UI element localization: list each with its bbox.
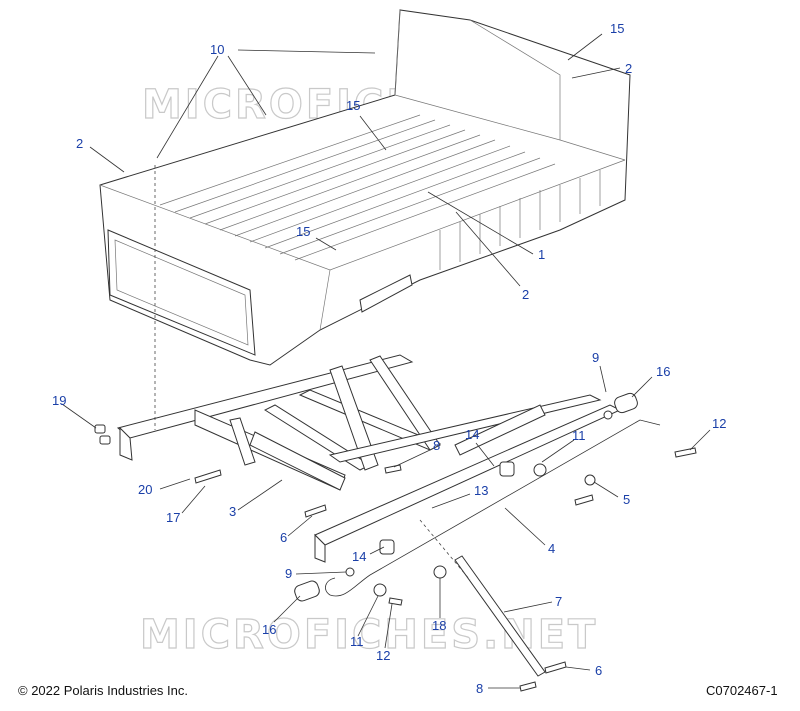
callout-16: 16 xyxy=(656,364,670,379)
callout-3: 3 xyxy=(229,504,236,519)
callout-2: 2 xyxy=(522,287,529,302)
gas-strut xyxy=(454,555,546,677)
side-rail xyxy=(314,404,622,563)
callout-labels: 10 15 2 2 15 1 15 2 9 16 19 12 14 11 8 2… xyxy=(52,21,726,696)
callout-4: 4 xyxy=(548,541,555,556)
callout-20: 20 xyxy=(138,482,152,497)
callout-10: 10 xyxy=(210,42,224,57)
callout-9: 9 xyxy=(285,566,292,581)
callout-14: 14 xyxy=(465,427,479,442)
callout-12: 12 xyxy=(376,648,390,663)
cargo-box xyxy=(99,9,631,366)
callout-14: 14 xyxy=(352,549,366,564)
callout-5: 5 xyxy=(623,492,630,507)
callout-2: 2 xyxy=(625,61,632,76)
callout-16: 16 xyxy=(262,622,276,637)
leader-lines xyxy=(61,33,711,689)
copyright-text: © 2022 Polaris Industries Inc. xyxy=(18,683,188,698)
callout-2: 2 xyxy=(76,136,83,151)
callout-8: 8 xyxy=(476,681,483,696)
small-parts xyxy=(94,392,697,692)
callout-15: 15 xyxy=(346,98,360,113)
callout-8: 8 xyxy=(433,438,440,453)
callout-13: 13 xyxy=(474,483,488,498)
callout-19: 19 xyxy=(52,393,66,408)
callout-1: 1 xyxy=(538,247,545,262)
callout-6: 6 xyxy=(280,530,287,545)
callout-15: 15 xyxy=(296,224,310,239)
callout-11: 11 xyxy=(572,428,586,443)
callout-12: 12 xyxy=(712,416,726,431)
callout-7: 7 xyxy=(555,594,562,609)
callout-9: 9 xyxy=(592,350,599,365)
drawing-id: C0702467-1 xyxy=(706,683,778,698)
callout-15: 15 xyxy=(610,21,624,36)
callout-17: 17 xyxy=(166,510,180,525)
callout-18: 18 xyxy=(432,618,446,633)
callout-6: 6 xyxy=(595,663,602,678)
stabilizer-bar xyxy=(329,419,661,597)
callout-11: 11 xyxy=(350,634,364,649)
